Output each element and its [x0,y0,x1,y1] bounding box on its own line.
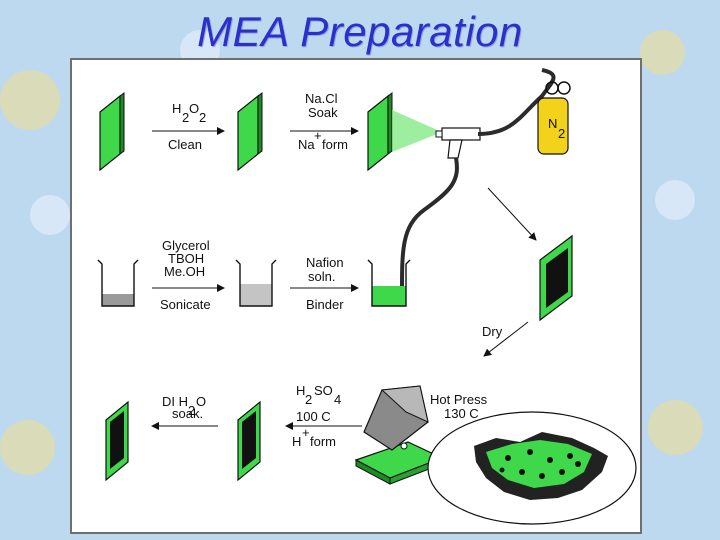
label-plus: + [314,128,322,143]
diagram-panel: H 2 O 2 Clean Na.Cl Soak Na + form N 2 G… [70,58,642,534]
page-title: MEA Preparation [197,8,523,55]
label-temp-100: 100 C [296,409,331,424]
label-na: Na [298,137,315,152]
label-binder: Binder [306,297,344,312]
membrane-icon [99,92,125,172]
label-meoh: Me.OH [164,264,205,279]
label-tboh: TBOH [168,251,204,266]
membrane-icon [539,234,573,322]
label-sub: 2 [182,110,189,125]
beaker-icon [235,259,277,307]
label-sub: 2 [558,126,565,141]
label-h: H [292,434,301,449]
bg-molecule [30,195,70,235]
label-h: H [296,383,305,398]
bg-molecule [655,180,695,220]
label-clean: Clean [168,137,202,152]
label-sub: 2 [188,403,195,418]
label-dry: Dry [482,324,503,339]
bg-molecule [648,400,703,455]
beaker-icon [97,259,139,307]
process-diagram: H 2 O 2 Clean Na.Cl Soak Na + form N 2 G… [97,68,637,525]
label-soak: Soak [308,105,338,120]
label-so: SO [314,383,333,398]
label-glycerol: Glycerol [162,238,210,253]
label-temp-130: 130 C [444,406,479,421]
label-sub: 2 [199,110,206,125]
bg-molecule [0,70,60,130]
label-n: N [548,116,557,131]
mea-closeup [427,411,637,525]
membrane-icon [237,92,263,172]
spray-cone [392,110,442,152]
label-sub: 4 [334,392,341,407]
label-form: form [310,434,336,449]
label-nafion: Nafion [306,255,344,270]
label-sub: 2 [305,392,312,407]
beaker-icon [367,259,411,307]
arrow [483,321,529,357]
label-o: O [189,101,199,116]
bg-molecule [640,30,685,75]
label-h: H [172,101,181,116]
gas-cylinder-icon [537,81,571,155]
label-soln: soln. [308,269,335,284]
label-plus: + [302,425,310,440]
label-form: form [322,137,348,152]
label-di-soak: soak. [172,406,203,421]
label-di-o: O [196,394,206,409]
gas-hose [477,68,556,136]
feed-hose [400,157,459,293]
bg-molecule [0,420,55,475]
arrow [487,187,537,241]
label-sonicate: Sonicate [160,297,211,312]
label-nacl: Na.Cl [305,91,338,106]
membrane-icon [237,400,261,482]
label-hot-press: Hot Press [430,392,488,407]
membrane-icon [105,400,129,482]
membrane-icon [367,92,393,172]
label-di-h: DI H [162,394,188,409]
spray-gun-icon [435,127,481,159]
